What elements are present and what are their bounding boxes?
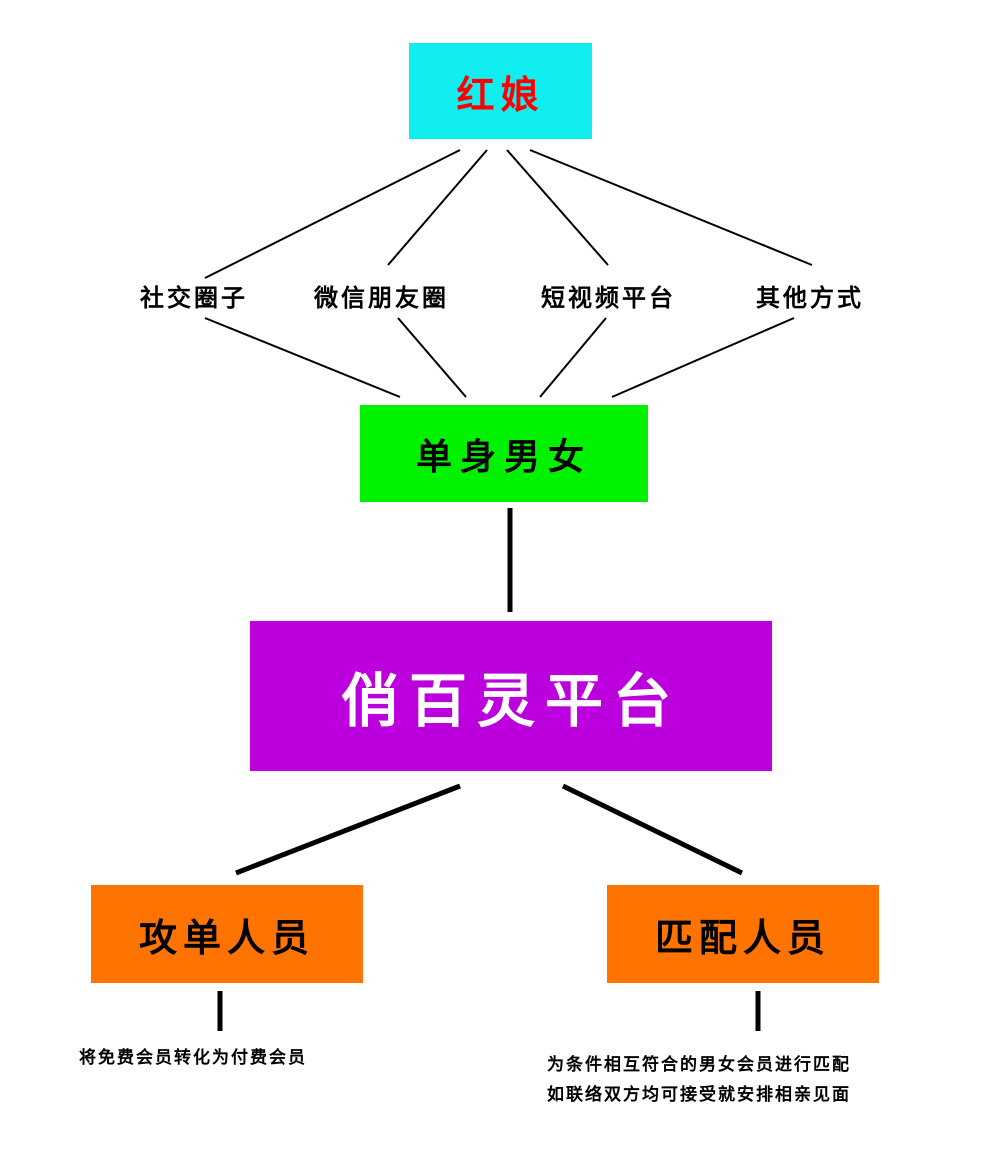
attack-staff-box: 攻单人员 bbox=[91, 885, 363, 983]
platform-box: 俏百灵平台 bbox=[250, 621, 772, 771]
match-staff-note: 为条件相互符合的男女会员进行匹配 如联络双方均可接受就安排相亲见面 bbox=[547, 1050, 851, 1110]
channel-social-circle: 社交圈子 bbox=[140, 284, 248, 312]
line-platform-match bbox=[561, 783, 744, 876]
line-matchmaker-wechat bbox=[387, 149, 488, 266]
line-matchmaker-social bbox=[204, 149, 461, 279]
line-social-singles bbox=[204, 317, 401, 398]
line-wechat-singles bbox=[397, 317, 467, 398]
match-staff-box: 匹配人员 bbox=[607, 885, 879, 983]
channel-other: 其他方式 bbox=[756, 284, 864, 312]
line-video-singles bbox=[539, 317, 607, 398]
line-other-singles bbox=[611, 317, 795, 398]
line-matchmaker-video bbox=[506, 149, 609, 266]
match-note-line-2: 如联络双方均可接受就安排相亲见面 bbox=[547, 1085, 851, 1105]
matchmaker-box: 红娘 bbox=[409, 43, 592, 139]
channel-short-video: 短视频平台 bbox=[541, 284, 676, 312]
match-note-line-1: 为条件相互符合的男女会员进行匹配 bbox=[547, 1055, 851, 1075]
singles-box: 单身男女 bbox=[360, 405, 648, 502]
line-platform-attack bbox=[235, 783, 461, 876]
line-matchmaker-other bbox=[529, 149, 813, 266]
channel-wechat-moments: 微信朋友圈 bbox=[314, 284, 449, 312]
attack-staff-note: 将免费会员转化为付费会员 bbox=[79, 1048, 307, 1068]
